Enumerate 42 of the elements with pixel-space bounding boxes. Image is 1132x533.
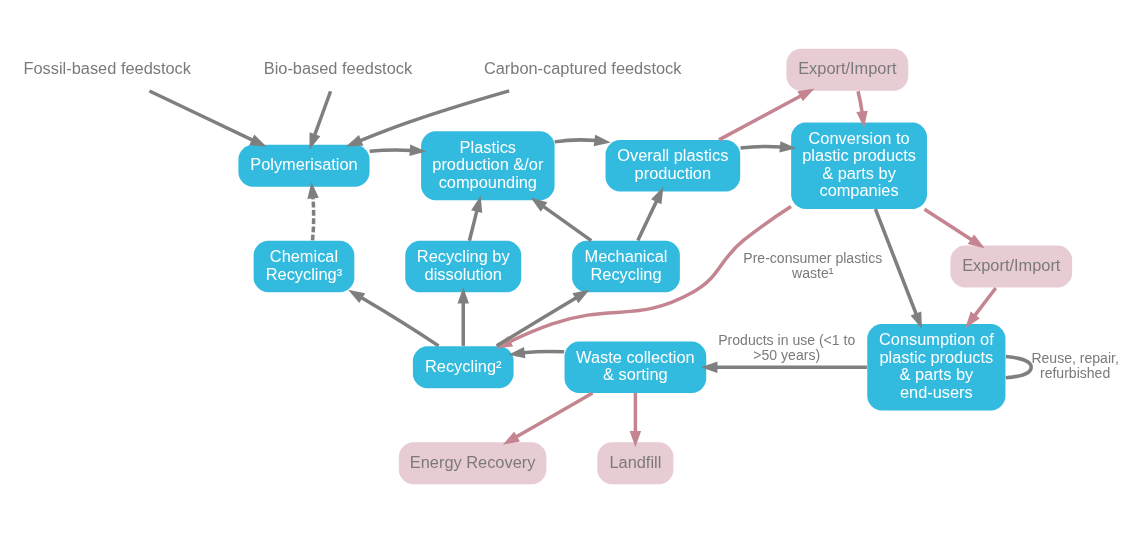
node-text: Bio-based feedstock <box>263 59 413 78</box>
arrow <box>554 134 611 147</box>
node-text: Carbon-captured feedstock <box>483 59 682 78</box>
arrow <box>856 90 868 128</box>
arrow <box>508 346 565 359</box>
node-box: Chemical Recycling³ <box>253 240 355 293</box>
node-box: Recycling by dissolution <box>405 240 522 293</box>
arrow <box>307 182 319 241</box>
arrow <box>923 207 985 249</box>
node-box: Conversion to plastic products & parts by companies <box>791 122 927 210</box>
arrow <box>718 88 815 142</box>
arrow <box>636 187 664 242</box>
arrow <box>701 361 867 373</box>
arrow <box>348 289 440 348</box>
arrow <box>369 144 427 157</box>
connector <box>1005 354 1033 380</box>
node-box: Energy Recovery <box>398 442 547 485</box>
arrow <box>345 89 510 147</box>
node-box: Polymerisation <box>238 144 370 187</box>
node-box: Export/Import <box>786 48 909 91</box>
arrow <box>309 90 333 150</box>
node-box: Mechanical Recycling <box>572 240 680 293</box>
arrow <box>457 287 469 346</box>
edge-label: Pre-consumer plastics waste¹ <box>743 249 883 281</box>
arrow <box>629 393 642 448</box>
node-box: Export/Import <box>950 245 1073 288</box>
node-box: Plastics production &/or compounding <box>421 131 555 201</box>
node-box: Waste collection & sorting <box>564 341 707 393</box>
arrow <box>740 141 797 153</box>
edge-label: Products in use (<1 to >50 years) <box>718 331 856 363</box>
edge-label: Reuse, repair, refurbished <box>1031 350 1119 382</box>
node-box: Consumption of plastic products & parts by end-users <box>867 323 1006 411</box>
arrow <box>502 391 594 445</box>
arrow <box>148 89 267 147</box>
arrow <box>873 208 922 329</box>
node-box: Overall plastics production <box>605 140 741 192</box>
node-box: Recycling² <box>412 346 514 389</box>
arrow <box>467 195 483 242</box>
arrow <box>530 197 593 243</box>
node-box: Landfill <box>597 442 674 485</box>
arrow <box>965 287 998 328</box>
node-text: Fossil-based feedstock <box>23 59 191 78</box>
